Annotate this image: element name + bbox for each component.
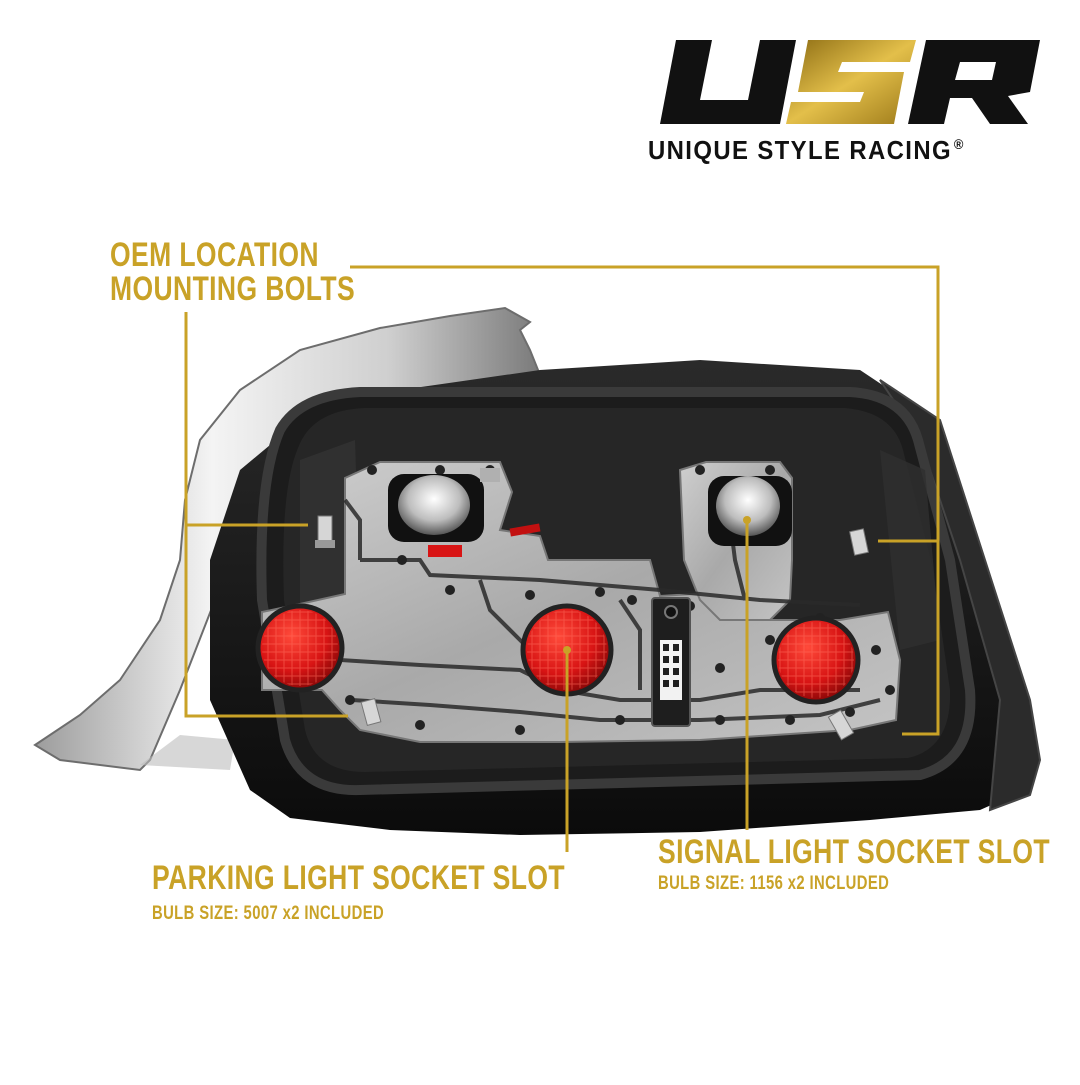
reflector-socket-upper-left — [388, 468, 500, 542]
callout-leader-lines — [184, 265, 940, 852]
signal-callout-title: SIGNAL LIGHT SOCKET SLOT — [658, 833, 1050, 871]
registered-mark: ® — [953, 136, 965, 153]
mounting-callout-line2: MOUNTING BOLTS — [110, 270, 356, 308]
red-reflector-chip — [428, 545, 462, 557]
parking-callout-title: PARKING LIGHT SOCKET SLOT — [152, 859, 565, 897]
mounting-stud-upper-left — [315, 515, 335, 548]
parking-callout-subtitle: BULB SIZE: 5007 x2 INCLUDED — [152, 903, 385, 924]
mounting-stud-upper-right — [849, 528, 869, 556]
signal-callout-subtitle: BULB SIZE: 1156 x2 INCLUDED — [658, 873, 890, 894]
mounting-stud-lower-right — [827, 709, 855, 741]
wiring-connector — [651, 597, 691, 727]
mounting-callout-line1: OEM LOCATION — [110, 236, 319, 274]
reflector-socket-upper-right — [708, 476, 792, 546]
brand-name: UNIQUE STYLE RACING® — [648, 135, 965, 166]
mounting-stud-lower-left — [360, 697, 382, 727]
red-socket-left — [255, 603, 345, 693]
brand-name-text: UNIQUE STYLE RACING — [648, 135, 952, 165]
callout-dots — [563, 516, 751, 654]
usr-logo — [660, 40, 1040, 124]
red-socket-right — [771, 615, 861, 705]
